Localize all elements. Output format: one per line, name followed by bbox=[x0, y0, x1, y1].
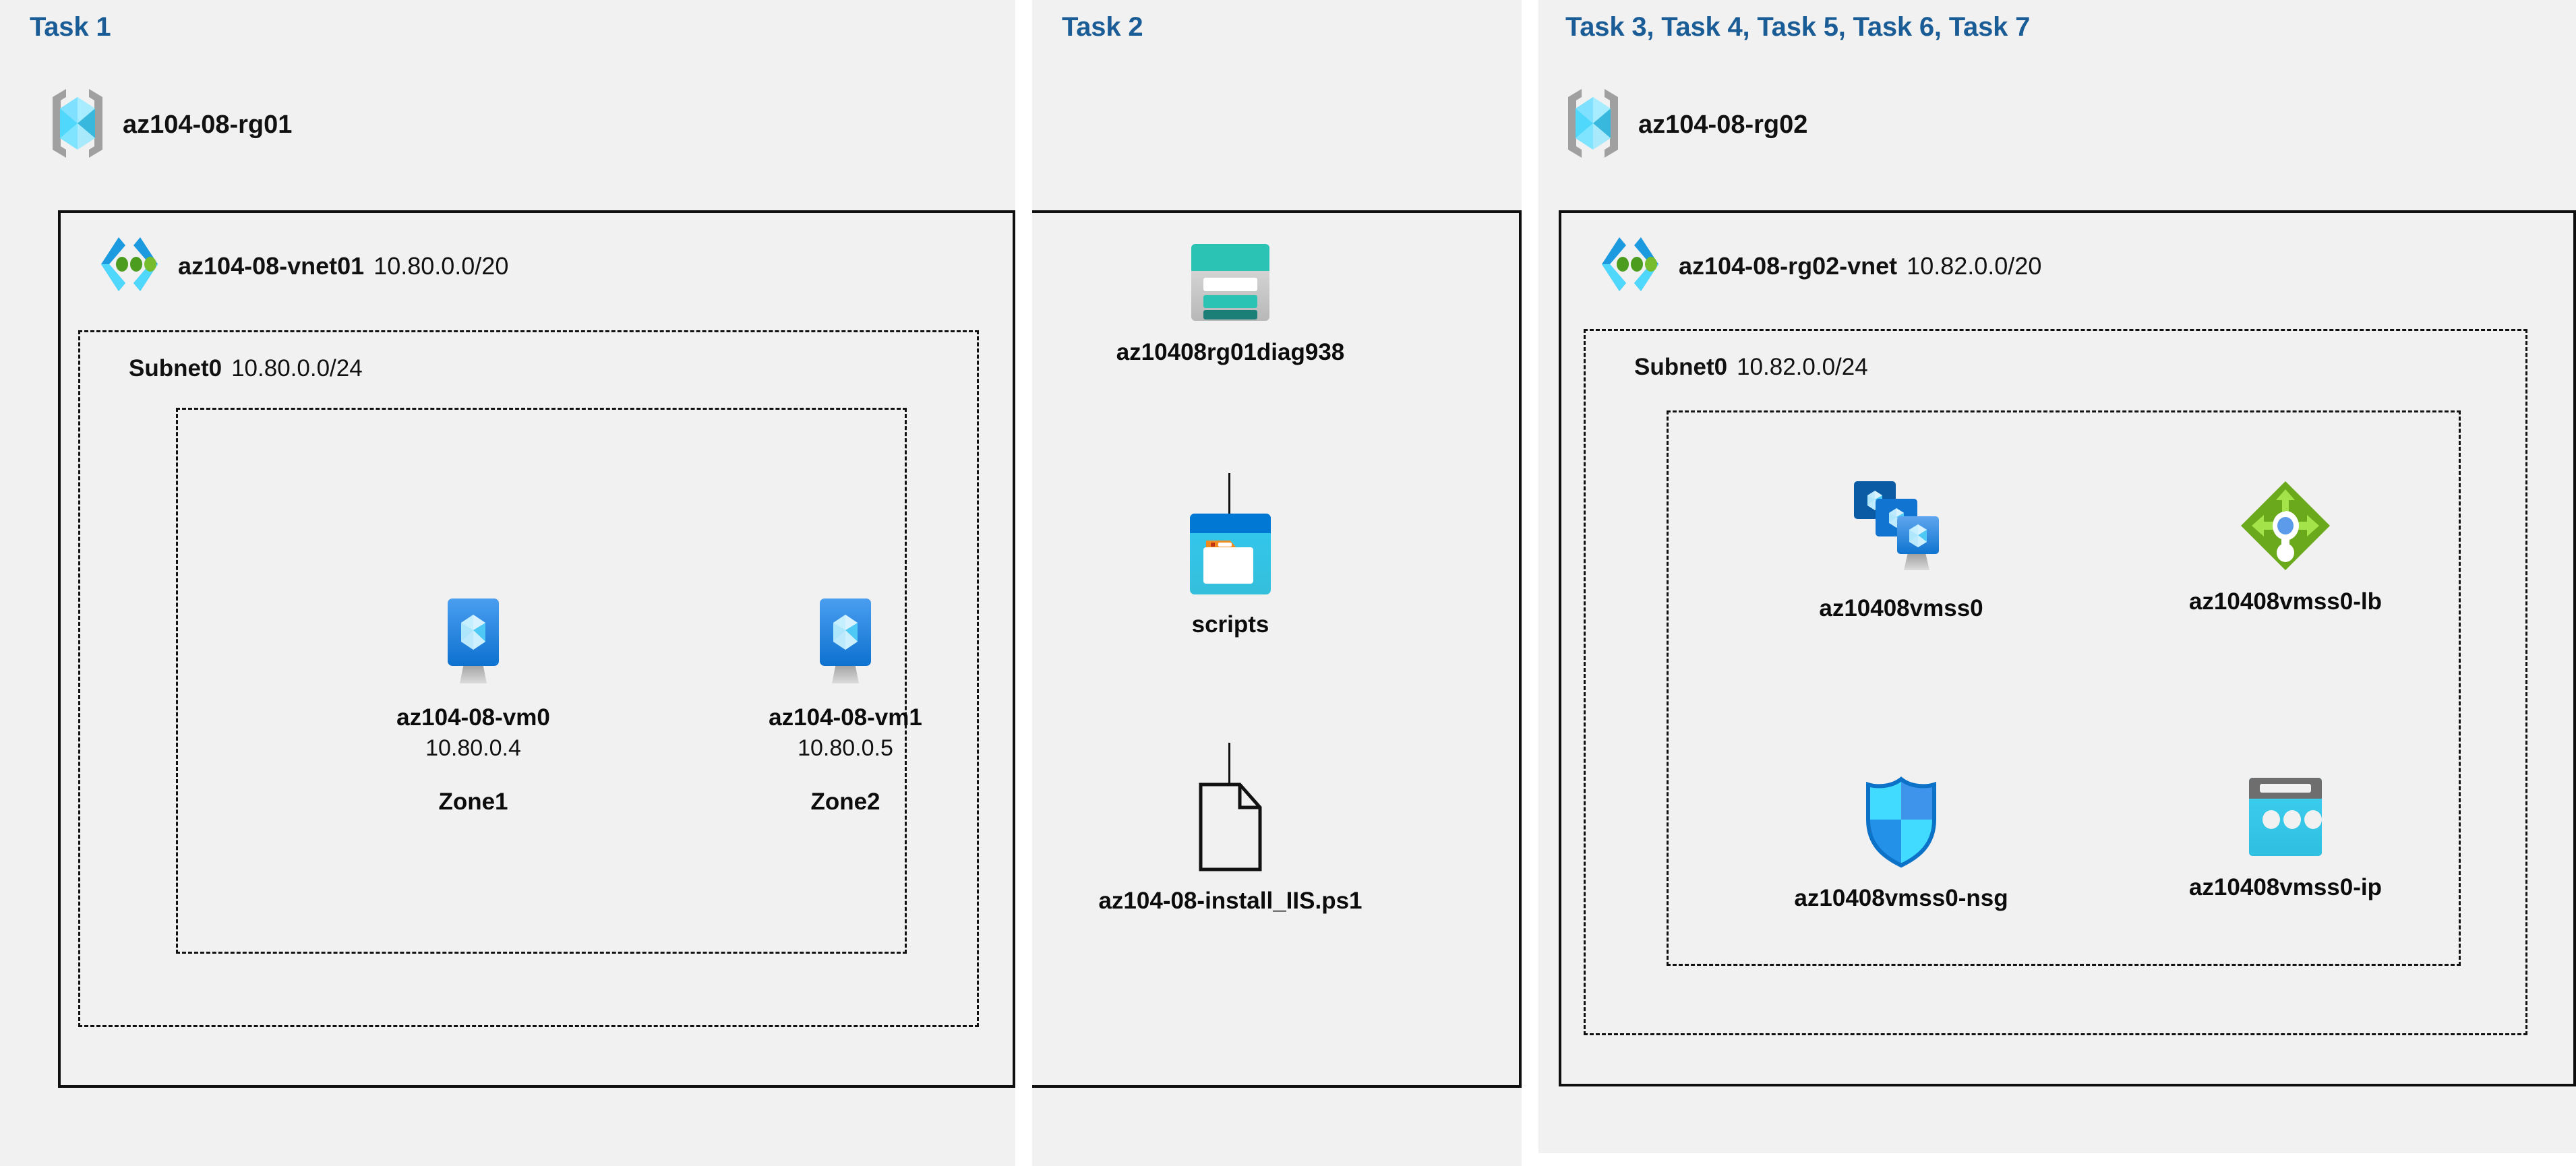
vnet-name: az104-08-rg02-vnet bbox=[1679, 251, 1898, 280]
virtual-machine-icon bbox=[806, 597, 885, 692]
vnet-name: az104-08-vnet01 bbox=[178, 251, 365, 280]
resource-group-label: az104-08-rg01 bbox=[123, 111, 293, 139]
vm-zone: Zone2 bbox=[810, 789, 880, 816]
resource-group-icon bbox=[1564, 86, 1622, 164]
scale-set-resources-container bbox=[1667, 410, 2461, 966]
connector-line bbox=[1228, 473, 1230, 524]
load-balancer-name: az10408vmss0-lb bbox=[2188, 588, 2383, 615]
vm-name: az104-08-vm0 bbox=[396, 704, 550, 731]
subnet-cidr: 10.82.0.0/24 bbox=[1737, 354, 1868, 380]
vnet-cidr: 10.80.0.0/20 bbox=[373, 251, 509, 280]
vnet-header: az104-08-vnet01 10.80.0.0/20 bbox=[98, 232, 508, 300]
task3-heading: Task 3, Task 4, Task 5, Task 6, Task 7 bbox=[1565, 12, 2031, 42]
task2-heading: Task 2 bbox=[1062, 12, 1143, 42]
resource-group-rg02: az104-08-rg02 bbox=[1564, 86, 1807, 164]
storage-account-icon bbox=[1187, 243, 1274, 327]
connector-line bbox=[1228, 743, 1230, 794]
nsg-name: az10408vmss0-nsg bbox=[1794, 885, 2008, 911]
subnet-container-subnet01: Subnet0 10.80.0.0/24 bbox=[78, 330, 979, 1027]
resource-group-rg01: az104-08-rg01 bbox=[49, 86, 292, 164]
vm-ip: 10.80.0.5 bbox=[798, 735, 893, 762]
subnet-header: Subnet0 10.80.0.0/24 bbox=[129, 355, 363, 382]
load-balancer-icon bbox=[2238, 479, 2333, 576]
availability-zone-container: az104-08-vm0 10.80.0.4 Zone1 bbox=[176, 408, 922, 954]
subnet-cidr: 10.80.0.0/24 bbox=[231, 355, 363, 381]
resource-node-vmss[interactable]: az10408vmss0 bbox=[1760, 479, 2043, 622]
panel-task1 bbox=[0, 0, 1015, 1166]
subnet-name: Subnet0 bbox=[1634, 354, 1728, 380]
resource-node-blob-container[interactable]: scripts bbox=[1089, 512, 1372, 638]
vmss-name: az10408vmss0 bbox=[1819, 595, 1983, 621]
task1-heading: Task 1 bbox=[30, 12, 111, 42]
panel-task3 bbox=[1538, 0, 2576, 1153]
subnet-name: Subnet0 bbox=[129, 355, 222, 381]
resource-node-load-balancer[interactable]: az10408vmss0-lb bbox=[2144, 479, 2427, 615]
resource-node-script-file[interactable]: az104-08-install_IIS.ps1 bbox=[1089, 782, 1372, 915]
public-ip-address-icon bbox=[2244, 775, 2327, 862]
vm-ip: 10.80.0.4 bbox=[425, 735, 521, 762]
vnet-container-vnet01: az104-08-vnet01 10.80.0.0/20 Subnet0 10.80… bbox=[58, 210, 1015, 1088]
resource-group-label: az104-08-rg02 bbox=[1638, 111, 1808, 139]
vnet-container-vnet02: az104-08-rg02-vnet 10.82.0.0/20 Subnet0 10… bbox=[1559, 210, 2576, 1086]
blob-container-name: scripts bbox=[1191, 611, 1269, 638]
resource-node-nsg[interactable]: az10408vmss0-nsg bbox=[1760, 775, 2043, 912]
virtual-network-icon bbox=[98, 232, 160, 300]
storage-container bbox=[1032, 210, 1522, 1088]
resource-node-vm1[interactable]: az104-08-vm1 10.80.0.5 Zone2 bbox=[704, 597, 987, 816]
virtual-machine-icon bbox=[434, 597, 512, 692]
vnet-header: az104-08-rg02-vnet 10.82.0.0/20 bbox=[1599, 232, 2041, 300]
public-ip-name: az10408vmss0-ip bbox=[2188, 874, 2383, 900]
subnet-container-subnet02: Subnet0 10.82.0.0/24 bbox=[1584, 329, 2527, 1035]
file-icon bbox=[1195, 782, 1265, 876]
vm-name: az104-08-vm1 bbox=[769, 704, 922, 731]
blob-container-icon bbox=[1189, 512, 1272, 599]
network-security-group-icon bbox=[1861, 775, 1941, 873]
resource-node-public-ip[interactable]: az10408vmss0-ip bbox=[2144, 775, 2427, 901]
storage-account-name: az10408rg01diag938 bbox=[1116, 339, 1345, 365]
resource-node-storage-account[interactable]: az10408rg01diag938 bbox=[1089, 243, 1372, 366]
resource-node-vm0[interactable]: az104-08-vm0 10.80.0.4 Zone1 bbox=[332, 597, 615, 816]
script-file-name: az104-08-install_IIS.ps1 bbox=[1098, 888, 1362, 914]
vm-zone: Zone1 bbox=[438, 789, 508, 816]
vnet-cidr: 10.82.0.0/20 bbox=[1907, 251, 2042, 280]
virtual-network-icon bbox=[1599, 232, 1661, 300]
subnet-header: Subnet0 10.82.0.0/24 bbox=[1634, 354, 1868, 381]
vm-scale-set-icon bbox=[1850, 479, 1952, 583]
resource-group-icon bbox=[49, 86, 107, 164]
panel-task2 bbox=[1032, 0, 1522, 1166]
